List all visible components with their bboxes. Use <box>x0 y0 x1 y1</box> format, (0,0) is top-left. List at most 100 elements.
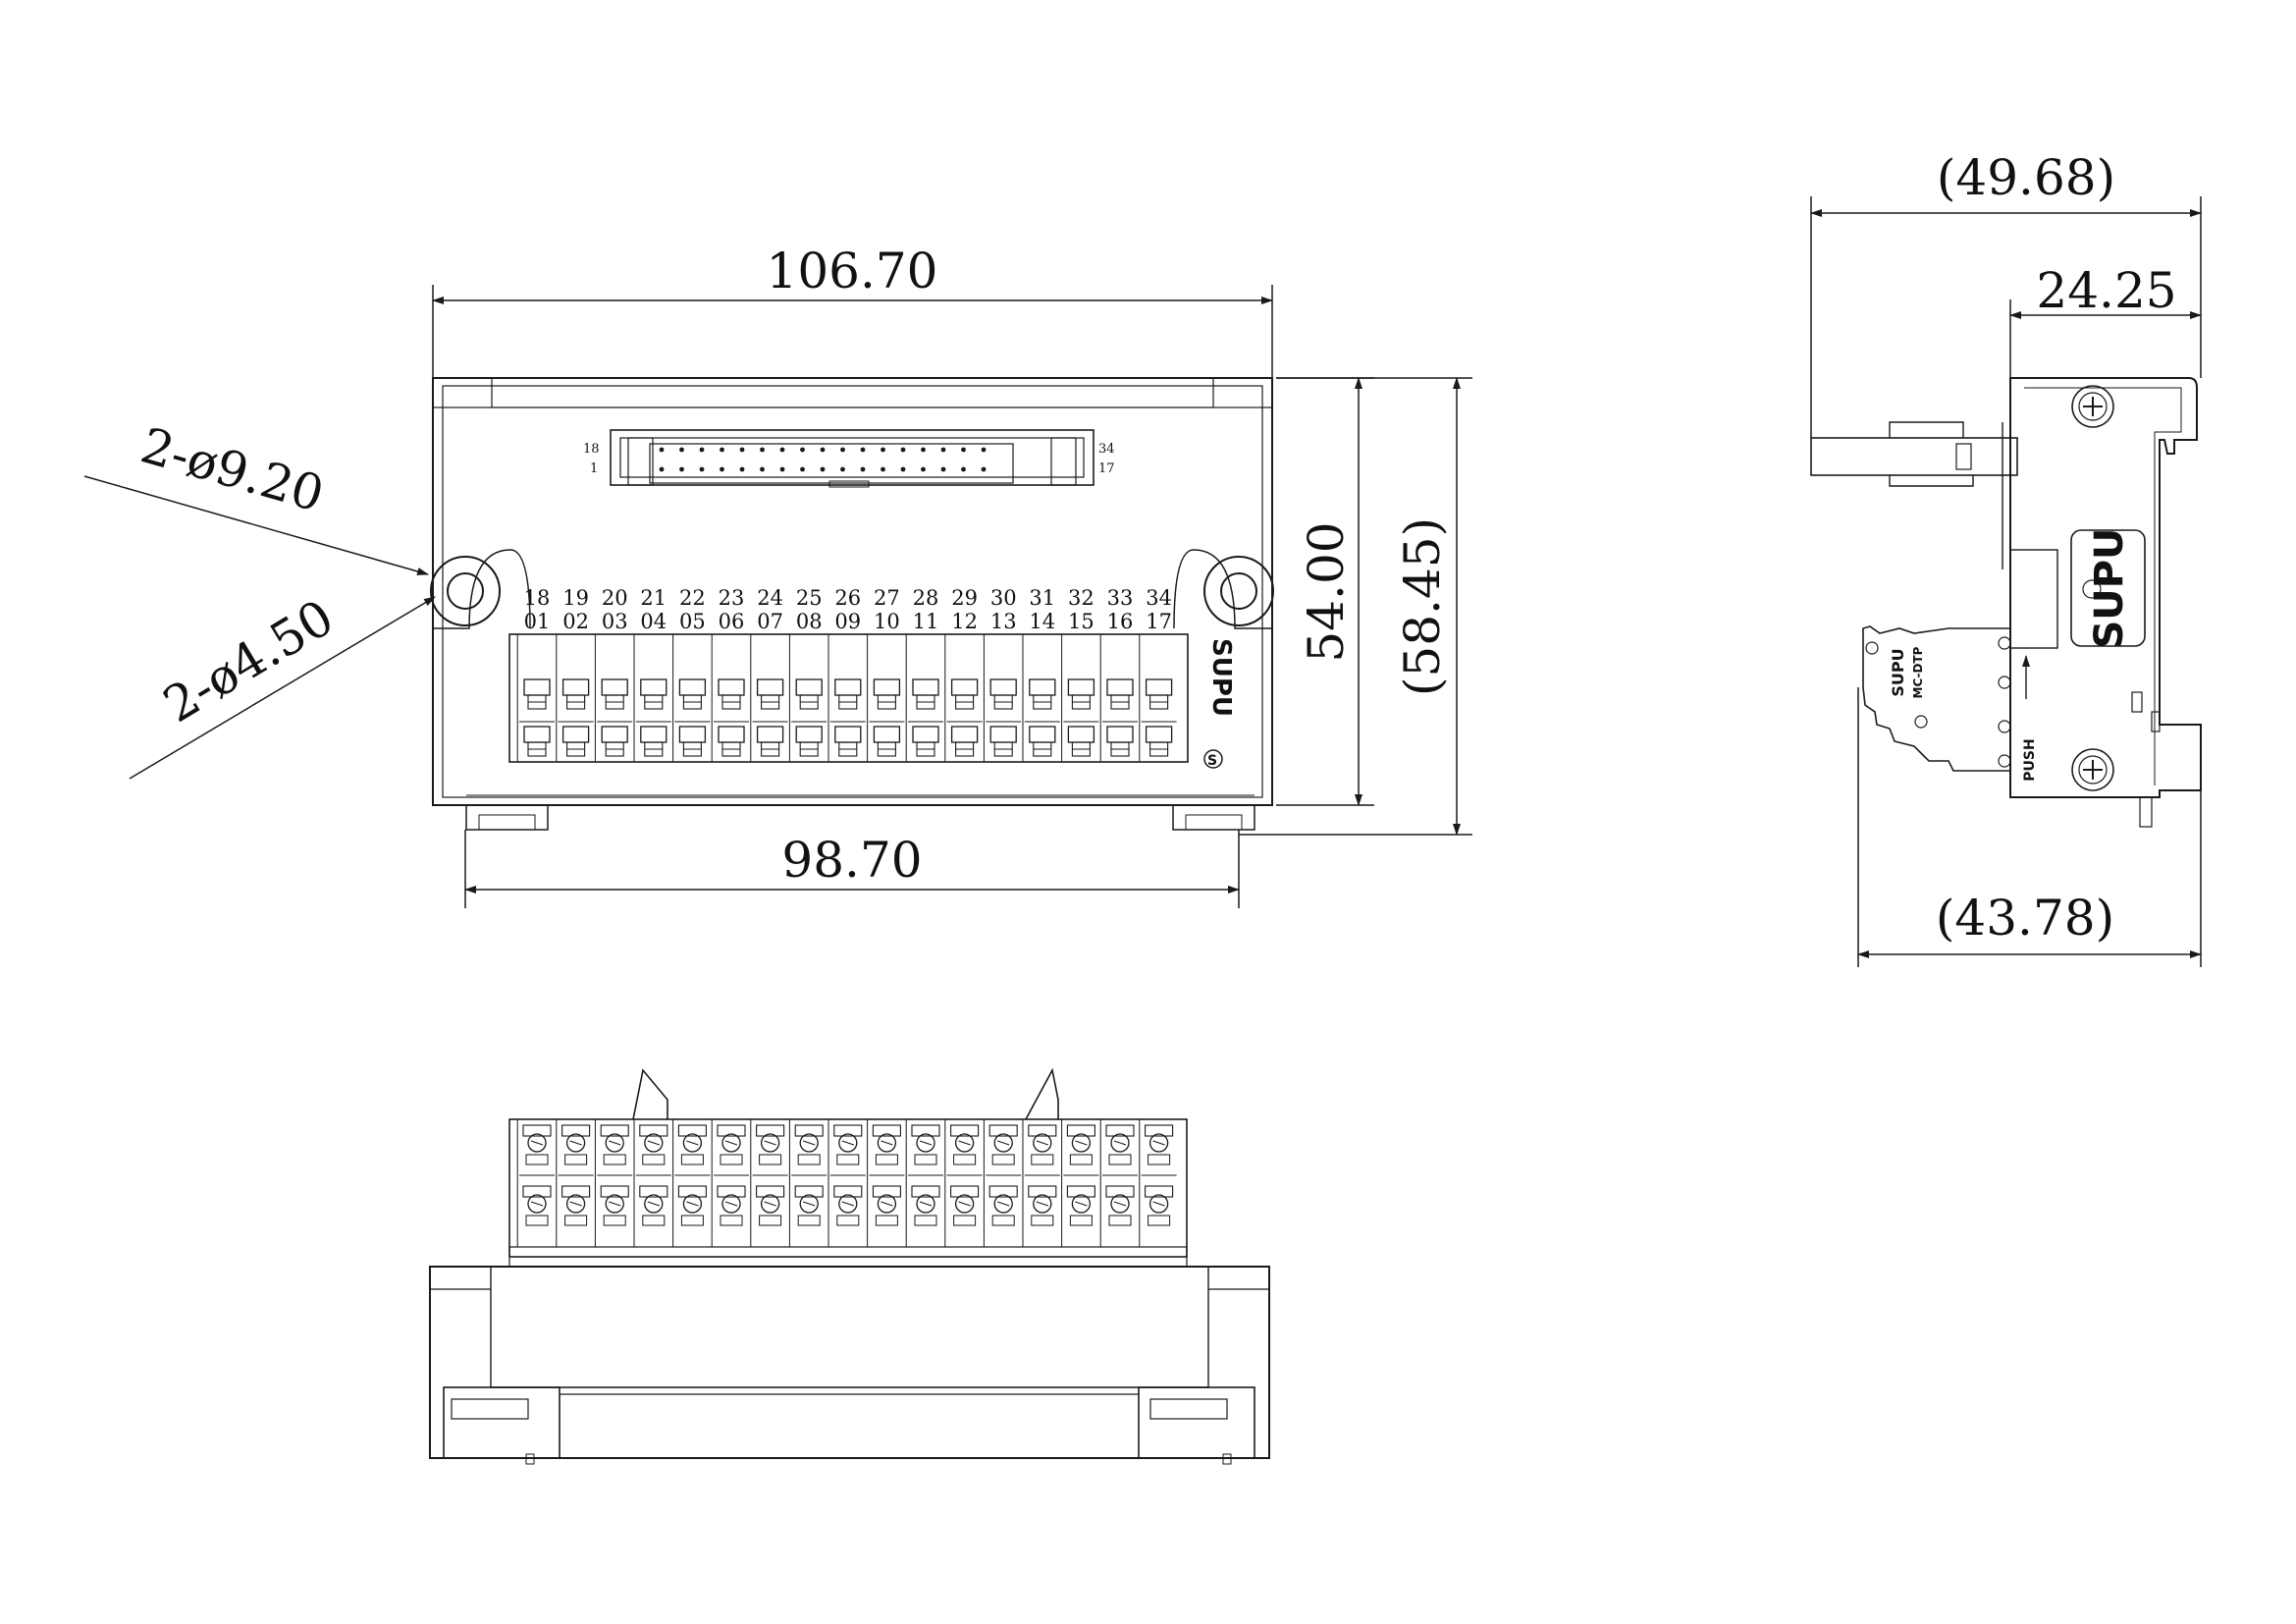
front-din-clip-left <box>465 805 549 831</box>
idc-pin <box>739 447 745 453</box>
front-terminal <box>594 634 633 762</box>
pin-label-top: 24 <box>757 586 783 610</box>
side-screw-bottom <box>2071 748 2114 791</box>
idc-pin <box>800 466 805 472</box>
front-terminal <box>1099 634 1138 762</box>
front-terminal <box>516 634 555 762</box>
dim-hole-small: 2-ø4.50 <box>154 589 344 734</box>
connector-label-left-bottom: 1 <box>590 461 598 476</box>
connector-label-left-top: 18 <box>583 442 600 457</box>
side-terminal-logo: SUPU <box>1889 648 1907 696</box>
idc-pin <box>840 447 845 453</box>
right-mount-ear <box>1173 549 1272 629</box>
front-terminal <box>867 634 905 762</box>
front-terminal <box>983 634 1022 762</box>
dim-side-base: (43.78) <box>1936 890 2114 947</box>
side-logo-text: SUPU <box>2087 527 2132 648</box>
bottom-terminal <box>828 1119 866 1247</box>
front-terminal <box>1061 634 1099 762</box>
pin-label-top: 28 <box>913 586 939 610</box>
idc-pin <box>679 466 684 472</box>
svg-text:SUPU: SUPU <box>1206 638 1236 717</box>
front-terminal <box>672 634 711 762</box>
idc-pin <box>900 466 906 472</box>
pin-label-bottom: 05 <box>679 610 706 633</box>
pin-label-top: 32 <box>1068 586 1095 610</box>
left-mount-ear <box>433 549 531 629</box>
pin-label-bottom: 11 <box>913 610 939 633</box>
pin-label-bottom: 14 <box>1029 610 1055 633</box>
pin-label-bottom: 06 <box>719 610 745 633</box>
pin-label-top: 19 <box>562 586 589 610</box>
idc-pin <box>961 466 966 472</box>
bottom-terminal <box>983 1119 1022 1247</box>
pin-label-top: 29 <box>951 586 978 610</box>
idc-pin <box>921 447 926 453</box>
pin-label-bottom: 16 <box>1107 610 1134 633</box>
svg-text:S: S <box>1207 753 1217 769</box>
pin-label-bottom: 04 <box>640 610 667 633</box>
front-terminal <box>750 634 788 762</box>
pin-label-top: 21 <box>640 586 667 610</box>
idc-pin <box>779 466 785 472</box>
pin-label-top: 25 <box>796 586 823 610</box>
idc-pin <box>840 466 845 472</box>
side-screw-top <box>2071 385 2114 428</box>
idc-connector <box>610 429 1095 488</box>
pin-label-top: 23 <box>719 586 745 610</box>
connector-label-right-bottom: 17 <box>1098 461 1115 476</box>
bottom-terminal <box>1139 1119 1177 1247</box>
idc-pin <box>699 447 705 453</box>
idc-pin <box>779 447 785 453</box>
idc-pin <box>659 447 665 453</box>
idc-pin <box>860 466 866 472</box>
pin-label-bottom: 02 <box>562 610 589 633</box>
bottom-base <box>429 1266 1270 1459</box>
pin-label-top: 31 <box>1029 586 1055 610</box>
idc-pin <box>699 466 705 472</box>
idc-pin <box>860 447 866 453</box>
front-logo: SUPU S <box>1203 638 1236 769</box>
front-din-clip-right <box>1172 805 1255 831</box>
right-mount-hole <box>1203 556 1274 626</box>
bottom-terminal <box>750 1119 788 1247</box>
idc-pin <box>940 466 946 472</box>
idc-pin <box>981 466 987 472</box>
side-push-label: PUSH <box>2022 738 2038 781</box>
front-terminal <box>788 634 828 762</box>
bottom-terminal <box>556 1119 594 1247</box>
bottom-terminal <box>594 1119 633 1247</box>
idc-pin <box>739 466 745 472</box>
dim-side-body: 24.25 <box>2036 262 2176 319</box>
front-view: 18 1 34 17 SUPU S <box>430 377 1274 831</box>
bottom-view <box>429 1067 1270 1465</box>
idc-pin <box>881 466 885 472</box>
side-logo-panel <box>2070 529 2146 647</box>
pin-label-top: 33 <box>1107 586 1134 610</box>
idc-pin <box>900 447 906 453</box>
front-terminal <box>711 634 749 762</box>
bottom-terminal <box>516 1119 555 1247</box>
front-terminal <box>633 634 671 762</box>
pin-label-bottom: 07 <box>757 610 783 633</box>
dim-overall-width: 106.70 <box>767 243 938 299</box>
bottom-latch-right <box>1025 1067 1059 1120</box>
idc-pin <box>981 447 987 453</box>
front-body-inner <box>442 385 1263 798</box>
bottom-terminal <box>867 1119 905 1247</box>
bottom-terminal <box>711 1119 749 1247</box>
pin-label-top: 34 <box>1146 586 1172 610</box>
pin-label-top: 20 <box>602 586 628 610</box>
connector-label-right-top: 34 <box>1098 442 1115 457</box>
front-terminal <box>828 634 866 762</box>
bottom-foot-right <box>1138 1386 1255 1465</box>
front-terminal <box>1022 634 1060 762</box>
idc-pin <box>820 466 826 472</box>
idc-pin <box>760 466 765 472</box>
bottom-latch-left <box>632 1068 668 1120</box>
side-view <box>1810 377 2202 828</box>
idc-pin <box>720 447 724 453</box>
idc-pin <box>659 466 665 472</box>
